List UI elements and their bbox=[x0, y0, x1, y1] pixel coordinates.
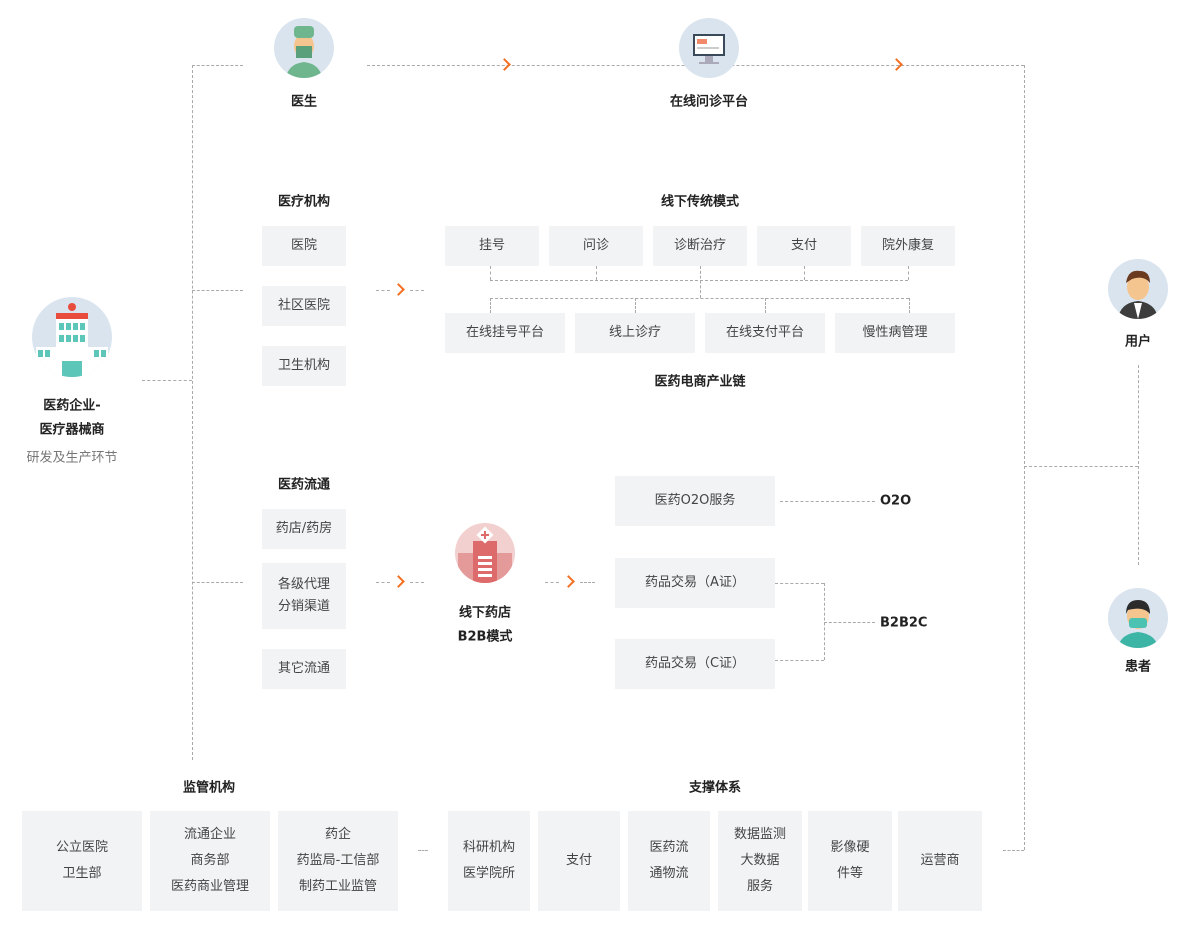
drug-trade-c-box: 药品交易（C证） bbox=[615, 639, 775, 689]
patient-label: 患者 bbox=[1124, 659, 1152, 675]
arrow-right-icon bbox=[392, 283, 405, 296]
connector bbox=[192, 582, 243, 583]
offline-step: 院外康复 bbox=[861, 226, 955, 266]
connector bbox=[765, 298, 766, 313]
platform-label: 在线问诊平台 bbox=[669, 94, 749, 110]
support-item: 数据监测 大数据 服务 bbox=[718, 811, 802, 911]
connector bbox=[490, 298, 909, 299]
arrow-right-icon bbox=[562, 575, 575, 588]
online-service: 线上诊疗 bbox=[575, 313, 695, 353]
distribution-item: 各级代理 分销渠道 bbox=[262, 563, 346, 629]
regulator-item: 公立医院 卫生部 bbox=[22, 811, 142, 911]
regulator-item: 流通企业 商务部 医药商业管理 bbox=[150, 811, 270, 911]
support-item: 运营商 bbox=[898, 811, 982, 911]
online-service: 慢性病管理 bbox=[835, 313, 955, 353]
connector bbox=[192, 65, 193, 760]
support-item: 医药流 通物流 bbox=[628, 811, 710, 911]
enterprise-label: 医药企业- bbox=[43, 398, 101, 414]
support-item: 影像硬 件等 bbox=[808, 811, 892, 911]
support-item: 支付 bbox=[538, 811, 620, 911]
offline-step: 诊断治疗 bbox=[653, 226, 747, 266]
drug-trade-a-box: 药品交易（A证） bbox=[615, 558, 775, 608]
connector bbox=[410, 290, 424, 291]
arrow-right-icon bbox=[392, 575, 405, 588]
medical-item: 社区医院 bbox=[262, 286, 346, 326]
regulator-item: 药企 药监局-工信部 制药工业监管 bbox=[278, 811, 398, 911]
enterprise-label: 医疗器械商 bbox=[39, 422, 105, 438]
distribution-item: 其它流通 bbox=[262, 649, 346, 689]
doctor-label: 医生 bbox=[290, 94, 318, 110]
connector bbox=[775, 583, 824, 584]
connector bbox=[908, 266, 909, 280]
connector bbox=[490, 298, 491, 313]
connector bbox=[418, 850, 428, 851]
connector bbox=[1003, 850, 1024, 851]
connector bbox=[824, 583, 825, 660]
regulators-title: 监管机构 bbox=[182, 780, 236, 796]
patient-avatar-icon bbox=[1108, 588, 1168, 648]
medical-item: 卫生机构 bbox=[262, 346, 346, 386]
arrow-right-icon bbox=[498, 58, 511, 71]
online-service: 在线支付平台 bbox=[705, 313, 825, 353]
connector bbox=[490, 266, 491, 280]
support-title: 支撑体系 bbox=[688, 780, 742, 796]
connector bbox=[580, 582, 595, 583]
user-label: 用户 bbox=[1124, 334, 1152, 350]
o2o-tag: O2O bbox=[880, 493, 912, 509]
connector bbox=[1024, 65, 1025, 850]
connector bbox=[376, 290, 390, 291]
arrow-right-icon bbox=[890, 58, 903, 71]
connector bbox=[909, 298, 910, 313]
connector bbox=[376, 582, 390, 583]
pharmacy-label: B2B模式 bbox=[457, 629, 513, 645]
distribution-title: 医药流通 bbox=[277, 477, 331, 493]
pharmacy-label: 线下药店 bbox=[458, 605, 512, 621]
connector bbox=[780, 501, 875, 502]
ecommerce-chain-label: 医药电商产业链 bbox=[654, 374, 746, 390]
connector bbox=[410, 582, 424, 583]
b2b2c-tag: B2B2C bbox=[880, 615, 928, 631]
connector bbox=[192, 65, 243, 66]
connector bbox=[192, 290, 243, 291]
connector bbox=[1138, 365, 1139, 565]
offline-title: 线下传统模式 bbox=[660, 194, 740, 210]
medical-title: 医疗机构 bbox=[277, 194, 331, 210]
doctor-avatar-icon bbox=[274, 18, 334, 78]
enterprise-sublabel: 研发及生产环节 bbox=[26, 450, 118, 466]
monitor-icon bbox=[679, 18, 739, 78]
distribution-item: 药店/药房 bbox=[262, 509, 346, 549]
connector bbox=[804, 266, 805, 280]
connector bbox=[635, 298, 636, 313]
offline-step: 问诊 bbox=[549, 226, 643, 266]
pharmacy-icon bbox=[455, 523, 515, 583]
offline-step: 挂号 bbox=[445, 226, 539, 266]
connector bbox=[824, 622, 875, 623]
hospital-building-icon bbox=[32, 297, 112, 377]
support-item: 科研机构 医学院所 bbox=[448, 811, 530, 911]
connector bbox=[700, 266, 701, 298]
connector bbox=[545, 582, 559, 583]
connector bbox=[142, 380, 192, 381]
online-service: 在线挂号平台 bbox=[445, 313, 565, 353]
connector bbox=[490, 280, 908, 281]
offline-step: 支付 bbox=[757, 226, 851, 266]
o2o-service-box: 医药O2O服务 bbox=[615, 476, 775, 526]
connector bbox=[596, 266, 597, 280]
connector bbox=[1024, 466, 1138, 467]
connector bbox=[775, 660, 824, 661]
user-avatar-icon bbox=[1108, 259, 1168, 319]
medical-item: 医院 bbox=[262, 226, 346, 266]
